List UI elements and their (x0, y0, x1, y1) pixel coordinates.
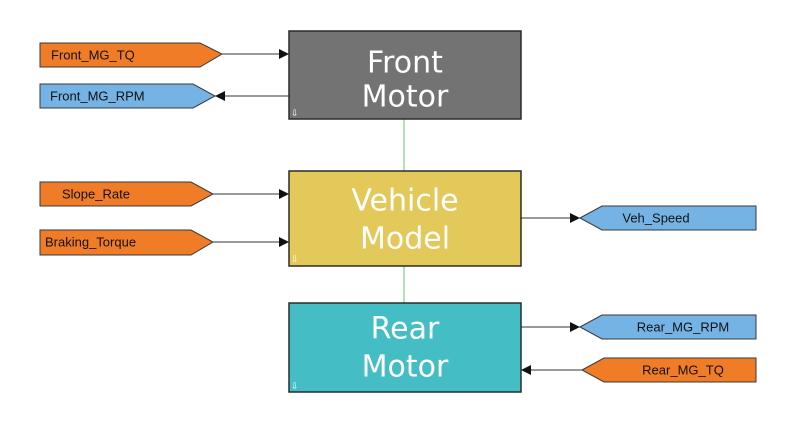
port-braking-torque[interactable]: Braking_Torque (39, 229, 215, 256)
front-motor-label-line1: Front (367, 46, 443, 81)
front-motor-label-line2: Motor (362, 80, 449, 115)
vehicle-model-block[interactable]: Vehicle Model ⇩ (288, 170, 522, 267)
rear-motor-label-line2: Motor (362, 350, 449, 385)
port-braking-torque-label: Braking_Torque (45, 234, 136, 249)
port-rear-mg-rpm-shape (578, 314, 757, 340)
port-slope-rate-shape (39, 181, 215, 207)
port-front-mg-rpm[interactable]: Front_MG_RPM (39, 83, 217, 109)
port-veh-speed-shape (578, 205, 757, 231)
port-front-mg-tq[interactable]: Front_MG_TQ (39, 42, 224, 68)
port-rear-mg-tq[interactable]: Rear_MG_TQ (580, 357, 757, 383)
front-motor-subsystem-icon: ⇩ (291, 109, 299, 119)
port-veh-speed[interactable]: Veh_Speed (578, 205, 757, 231)
rear-motor-subsystem-icon: ⇩ (291, 382, 299, 392)
port-rear-mg-rpm-label: Rear_MG_RPM (637, 319, 729, 334)
vehicle-model-label-line1: Vehicle (351, 184, 458, 219)
front-motor-rect (288, 30, 522, 120)
port-front-mg-tq-label: Front_MG_TQ (51, 47, 135, 62)
port-rear-mg-tq-shape (580, 357, 757, 383)
rear-motor-rect (288, 302, 522, 393)
port-slope-rate-label: Slope_Rate (62, 186, 130, 201)
port-veh-speed-label: Veh_Speed (622, 210, 689, 225)
port-rear-mg-rpm[interactable]: Rear_MG_RPM (578, 314, 757, 340)
port-rear-mg-tq-label: Rear_MG_TQ (642, 362, 724, 377)
vehicle-model-subsystem-icon: ⇩ (291, 255, 299, 265)
port-front-mg-rpm-shape (39, 83, 217, 109)
vehicle-model-rect (288, 170, 522, 267)
vehicle-model-label-line2: Model (360, 222, 450, 257)
port-slope-rate[interactable]: Slope_Rate (39, 181, 215, 207)
rear-motor-label-line1: Rear (371, 312, 440, 347)
port-front-mg-tq-shape (39, 42, 224, 68)
rear-motor-block[interactable]: Rear Motor ⇩ (288, 302, 522, 393)
front-motor-block[interactable]: Front Motor ⇩ (288, 30, 522, 120)
port-front-mg-rpm-label: Front_MG_RPM (50, 88, 145, 103)
port-braking-torque-shape (39, 229, 215, 256)
